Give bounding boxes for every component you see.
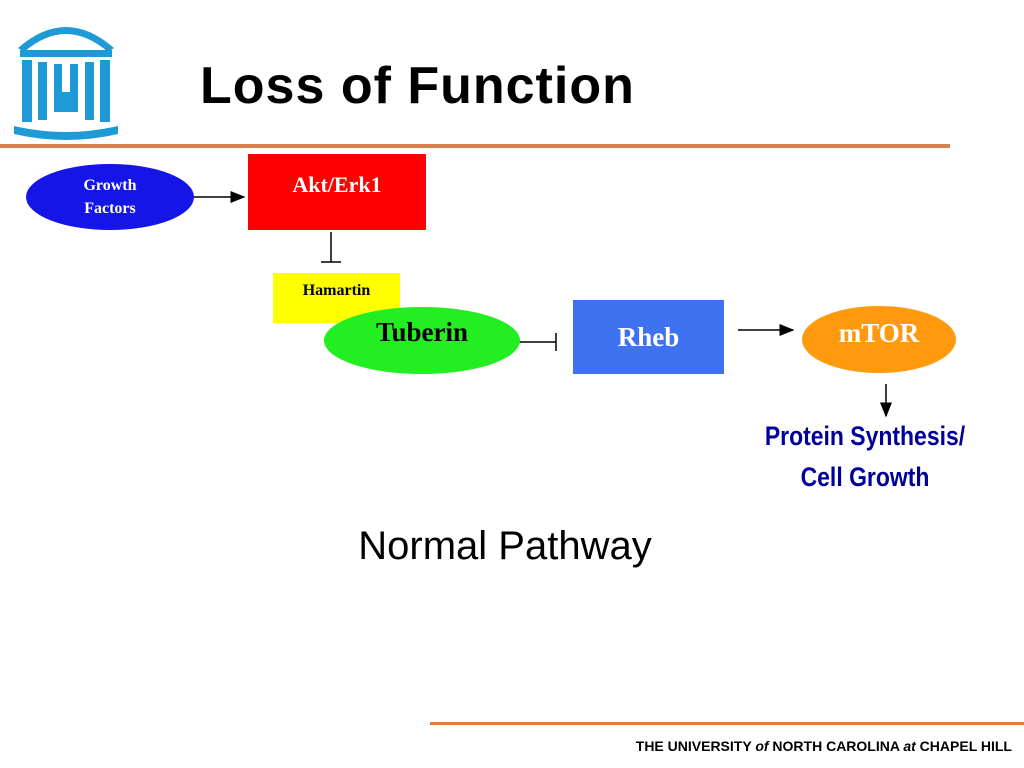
footer-institution: THE UNIVERSITY of NORTH CAROLINA at CHAP… bbox=[636, 738, 1012, 754]
node-rheb: Rheb bbox=[573, 300, 724, 374]
outcome-line1: Protein Synthesis/ bbox=[764, 421, 966, 451]
growth-factors-line1: Growth bbox=[83, 176, 137, 194]
node-mtor: mTOR bbox=[802, 306, 956, 373]
hamartin-label: Hamartin bbox=[302, 282, 371, 299]
diagram-caption: Normal Pathway bbox=[358, 524, 652, 568]
rheb-label: Rheb bbox=[617, 321, 680, 352]
growth-factors-line2: Factors bbox=[84, 200, 136, 217]
old-well-logo bbox=[14, 27, 118, 140]
footer-part1: THE UNIVERSITY bbox=[635, 738, 756, 754]
mtor-label: mTOR bbox=[838, 318, 920, 348]
title-divider bbox=[0, 144, 950, 148]
footer-part3: NORTH CAROLINA bbox=[768, 738, 904, 754]
node-growth-factors: Growth Factors bbox=[26, 164, 194, 230]
footer-divider bbox=[430, 722, 1024, 725]
footer-part2: of bbox=[755, 738, 769, 754]
node-akt-erk1: Akt/Erk1 bbox=[248, 154, 426, 230]
akt-erk1-label: Akt/Erk1 bbox=[292, 172, 382, 197]
tuberin-label: Tuberin bbox=[375, 317, 469, 347]
node-tuberin: Tuberin bbox=[324, 307, 520, 374]
outcome-text: Protein Synthesis/ Cell Growth bbox=[725, 416, 1006, 498]
outcome-line2: Cell Growth bbox=[800, 462, 930, 492]
footer-part5: CHAPEL HILL bbox=[915, 738, 1012, 754]
slide-title: Loss of Function bbox=[200, 57, 635, 115]
footer-part4: at bbox=[903, 738, 916, 754]
